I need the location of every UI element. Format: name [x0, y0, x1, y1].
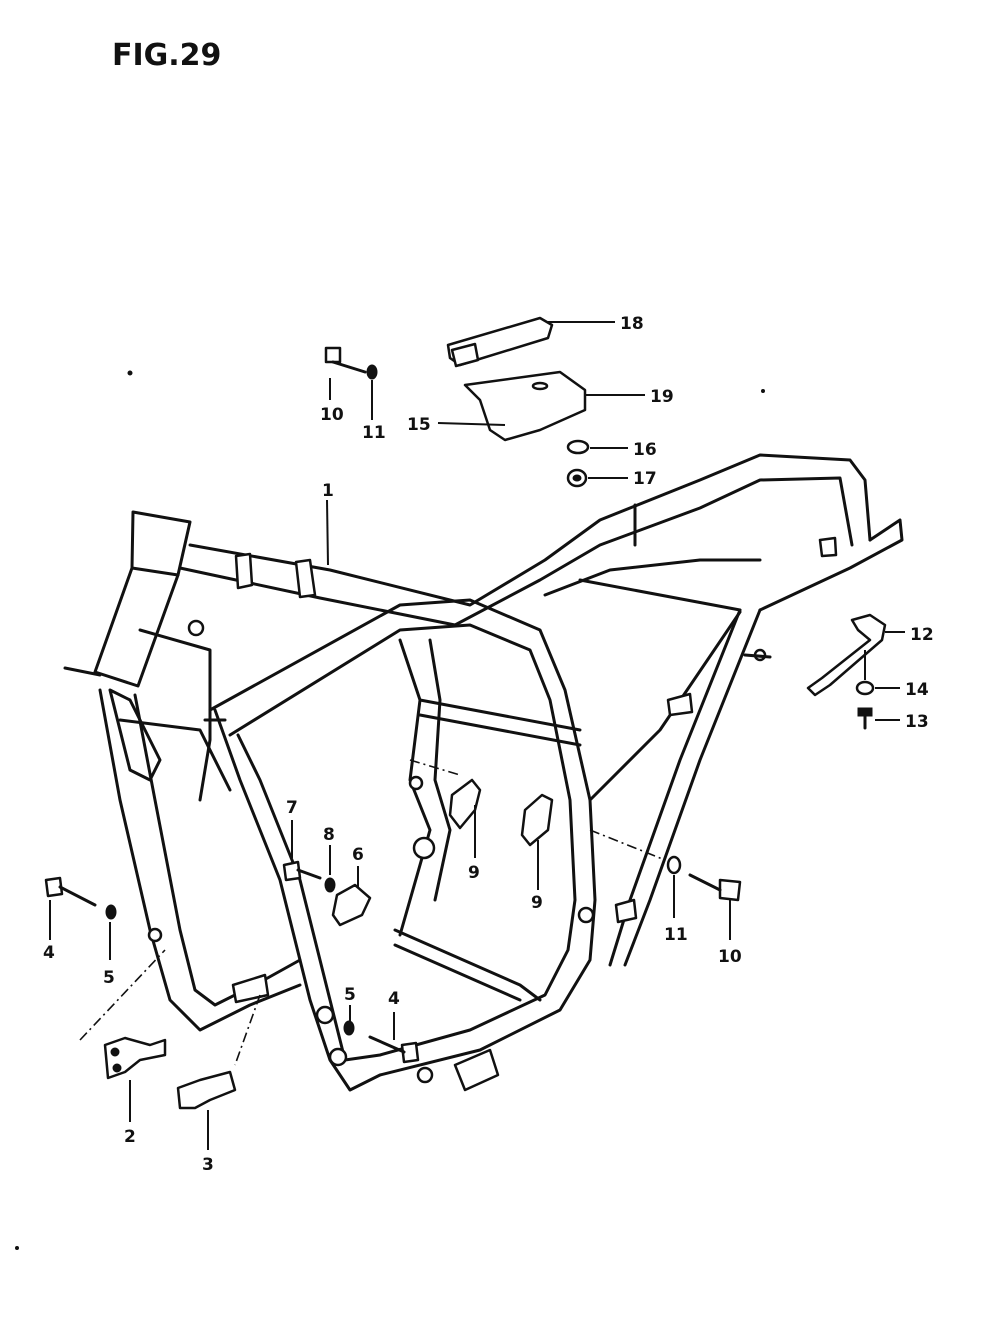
battery-tray-cover [463, 370, 587, 442]
callout-5b: 5 [344, 985, 356, 1005]
callout-3: 3 [202, 1155, 214, 1175]
side-bracket [806, 613, 887, 697]
engine-bracket-3 [176, 1070, 237, 1110]
callout-2: 2 [124, 1127, 136, 1147]
leader-lines [49, 321, 905, 1150]
callout-1: 1 [322, 481, 334, 501]
callout-10b: 10 [718, 947, 742, 967]
frame-body [63, 453, 904, 1092]
callout-13: 13 [905, 712, 929, 732]
callout-6: 6 [352, 845, 364, 865]
callout-10: 10 [320, 405, 344, 425]
callout-18: 18 [620, 314, 644, 334]
callout-12: 12 [910, 625, 934, 645]
callout-15: 15 [407, 415, 431, 435]
callout-17: 17 [633, 469, 657, 489]
callout-7: 7 [286, 798, 298, 818]
callout-19: 19 [650, 387, 674, 407]
callout-8: 8 [323, 825, 335, 845]
callout-5: 5 [103, 968, 115, 988]
figure-title: FIG.29 [112, 38, 222, 73]
callout-4b: 4 [388, 989, 400, 1009]
callout-16: 16 [633, 440, 657, 460]
engine-mount-plate [331, 883, 372, 927]
callout-4: 4 [43, 943, 55, 963]
callouts: 1 2 3 4 4 5 5 6 7 8 9 9 10 10 11 11 12 1… [43, 314, 934, 1175]
callout-9b: 9 [531, 893, 543, 913]
callout-11b: 11 [664, 925, 688, 945]
callout-11: 11 [362, 423, 386, 443]
callout-14: 14 [905, 680, 929, 700]
grommet [566, 439, 590, 455]
engine-bracket-2 [103, 1036, 167, 1080]
callout-9: 9 [468, 863, 480, 883]
